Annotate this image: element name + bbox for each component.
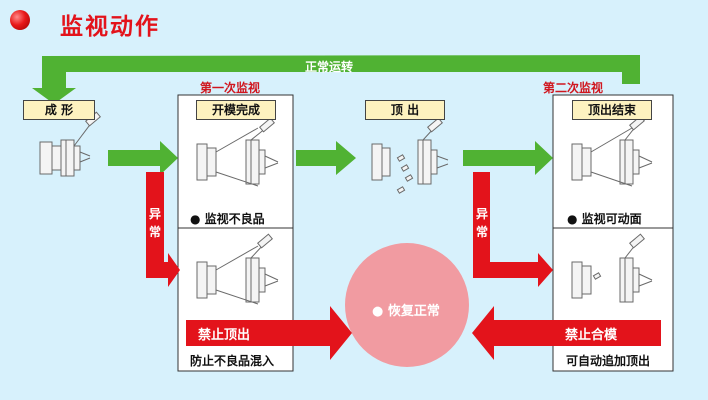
stop-eject-label: 禁止顶出 bbox=[198, 328, 251, 343]
mold-eject-end-icon bbox=[571, 115, 653, 187]
recover-label: ● 恢复正常 bbox=[372, 304, 440, 319]
mold-defect-icon bbox=[196, 233, 279, 305]
first-monitor-result: ● 监视不良品 bbox=[190, 212, 265, 226]
mold-forming-icon bbox=[39, 111, 101, 177]
normal-operation-arrow bbox=[32, 55, 640, 104]
title-bullet-icon bbox=[10, 10, 30, 30]
recover-circle bbox=[345, 243, 469, 367]
mold-eject-icon bbox=[371, 117, 449, 194]
stop-eject-arrow bbox=[186, 306, 352, 360]
abnormal-label-2: 异常 bbox=[475, 207, 488, 239]
stage-mold-open-label: 开模完成 bbox=[196, 100, 276, 120]
stop-close-label: 禁止合模 bbox=[565, 328, 618, 343]
green-arrow-3 bbox=[463, 141, 553, 175]
mold-open-icon bbox=[196, 117, 279, 187]
stop-close-arrow bbox=[472, 306, 661, 360]
stage-forming-label: 成 形 bbox=[23, 100, 95, 120]
abnormal-arrow-2 bbox=[473, 172, 553, 287]
second-monitor-result: ● 监视可动面 bbox=[567, 212, 642, 226]
first-monitor-title: 第一次监视 bbox=[200, 81, 261, 95]
green-arrow-1 bbox=[108, 141, 178, 175]
abnormal-arrow-1 bbox=[146, 172, 180, 287]
green-arrow-2 bbox=[296, 141, 356, 175]
prevent-defect-caption: 防止不良品混入 bbox=[190, 354, 275, 368]
mold-retry-icon bbox=[571, 233, 653, 303]
page-title: 监视动作 bbox=[60, 14, 160, 40]
first-monitor-panel-bottom bbox=[177, 227, 294, 372]
abnormal-label-1: 异常 bbox=[148, 207, 161, 239]
second-monitor-panel-bottom bbox=[552, 227, 674, 372]
second-monitor-title: 第二次监视 bbox=[543, 81, 604, 95]
normal-operation-label: 正常运转 bbox=[305, 60, 354, 74]
auto-retry-caption: 可自动追加顶出 bbox=[566, 354, 651, 368]
stage-eject-end-label: 顶出结束 bbox=[572, 100, 652, 120]
stage-eject-label: 顶 出 bbox=[365, 100, 445, 120]
